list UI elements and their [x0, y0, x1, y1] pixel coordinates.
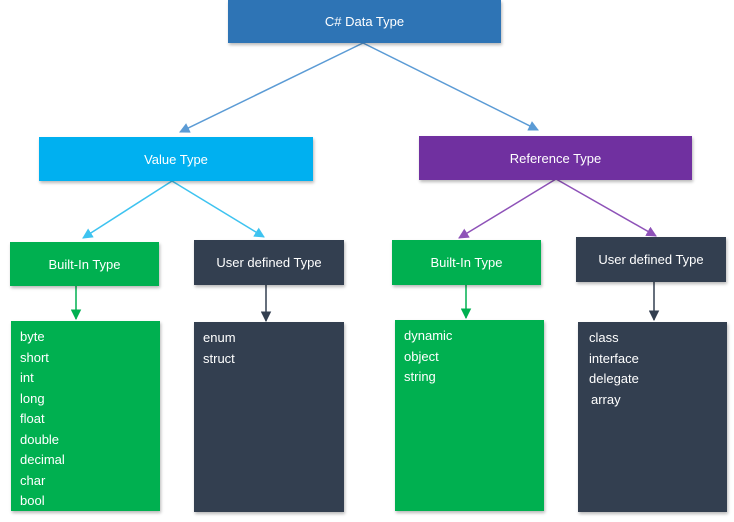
list-item: short	[20, 349, 49, 365]
connector-root-to-value-type	[179, 42, 364, 133]
reference-builtin-label: Built-In Type	[430, 255, 503, 270]
root-node: C# Data Type	[228, 0, 501, 43]
list-item: char	[20, 472, 46, 488]
reference-user-defined-list: class interface delegate array	[578, 322, 727, 512]
list-item: byte	[20, 329, 45, 344]
connector-reference-to-user-defined	[555, 178, 657, 237]
value-type-node: Value Type	[39, 137, 313, 181]
list-item: object	[404, 348, 439, 364]
list-item: delegate	[589, 371, 639, 386]
value-user-defined-label: User defined Type	[216, 255, 322, 270]
list-item: long	[20, 390, 45, 406]
list-item: bool	[20, 493, 45, 508]
value-builtin-list: byte short int long float double decimal…	[11, 321, 160, 511]
reference-user-defined-label: User defined Type	[598, 252, 704, 267]
connector-value-to-user-defined	[171, 180, 265, 238]
list-item: double	[20, 431, 60, 447]
list-item: dynamic	[404, 328, 453, 343]
reference-type-node: Reference Type	[419, 136, 692, 180]
root-node-label: C# Data Type	[324, 14, 405, 29]
list-item: int	[20, 370, 34, 385]
list-item: array	[591, 391, 621, 407]
list-item: class	[589, 330, 619, 345]
connector-root-to-reference-type	[362, 42, 539, 131]
value-builtin-node: Built-In Type	[10, 242, 159, 286]
value-builtin-label: Built-In Type	[48, 256, 121, 272]
list-item: enum	[203, 330, 236, 345]
list-item: interface	[589, 350, 639, 366]
list-item: struct	[203, 350, 235, 366]
reference-user-defined-node: User defined Type	[576, 237, 726, 282]
list-item: string	[404, 369, 436, 384]
reference-builtin-list: dynamic object string	[395, 320, 544, 511]
connector-reference-to-builtin	[458, 178, 557, 239]
reference-builtin-node: Built-In Type	[392, 240, 541, 285]
value-type-label: Value Type	[144, 151, 208, 167]
list-item: float	[20, 411, 45, 426]
list-item: decimal	[20, 452, 65, 467]
value-user-defined-node: User defined Type	[194, 240, 344, 285]
connector-value-to-builtin	[82, 180, 173, 239]
value-user-defined-list: enum struct	[194, 322, 344, 512]
reference-type-label: Reference Type	[509, 150, 602, 166]
